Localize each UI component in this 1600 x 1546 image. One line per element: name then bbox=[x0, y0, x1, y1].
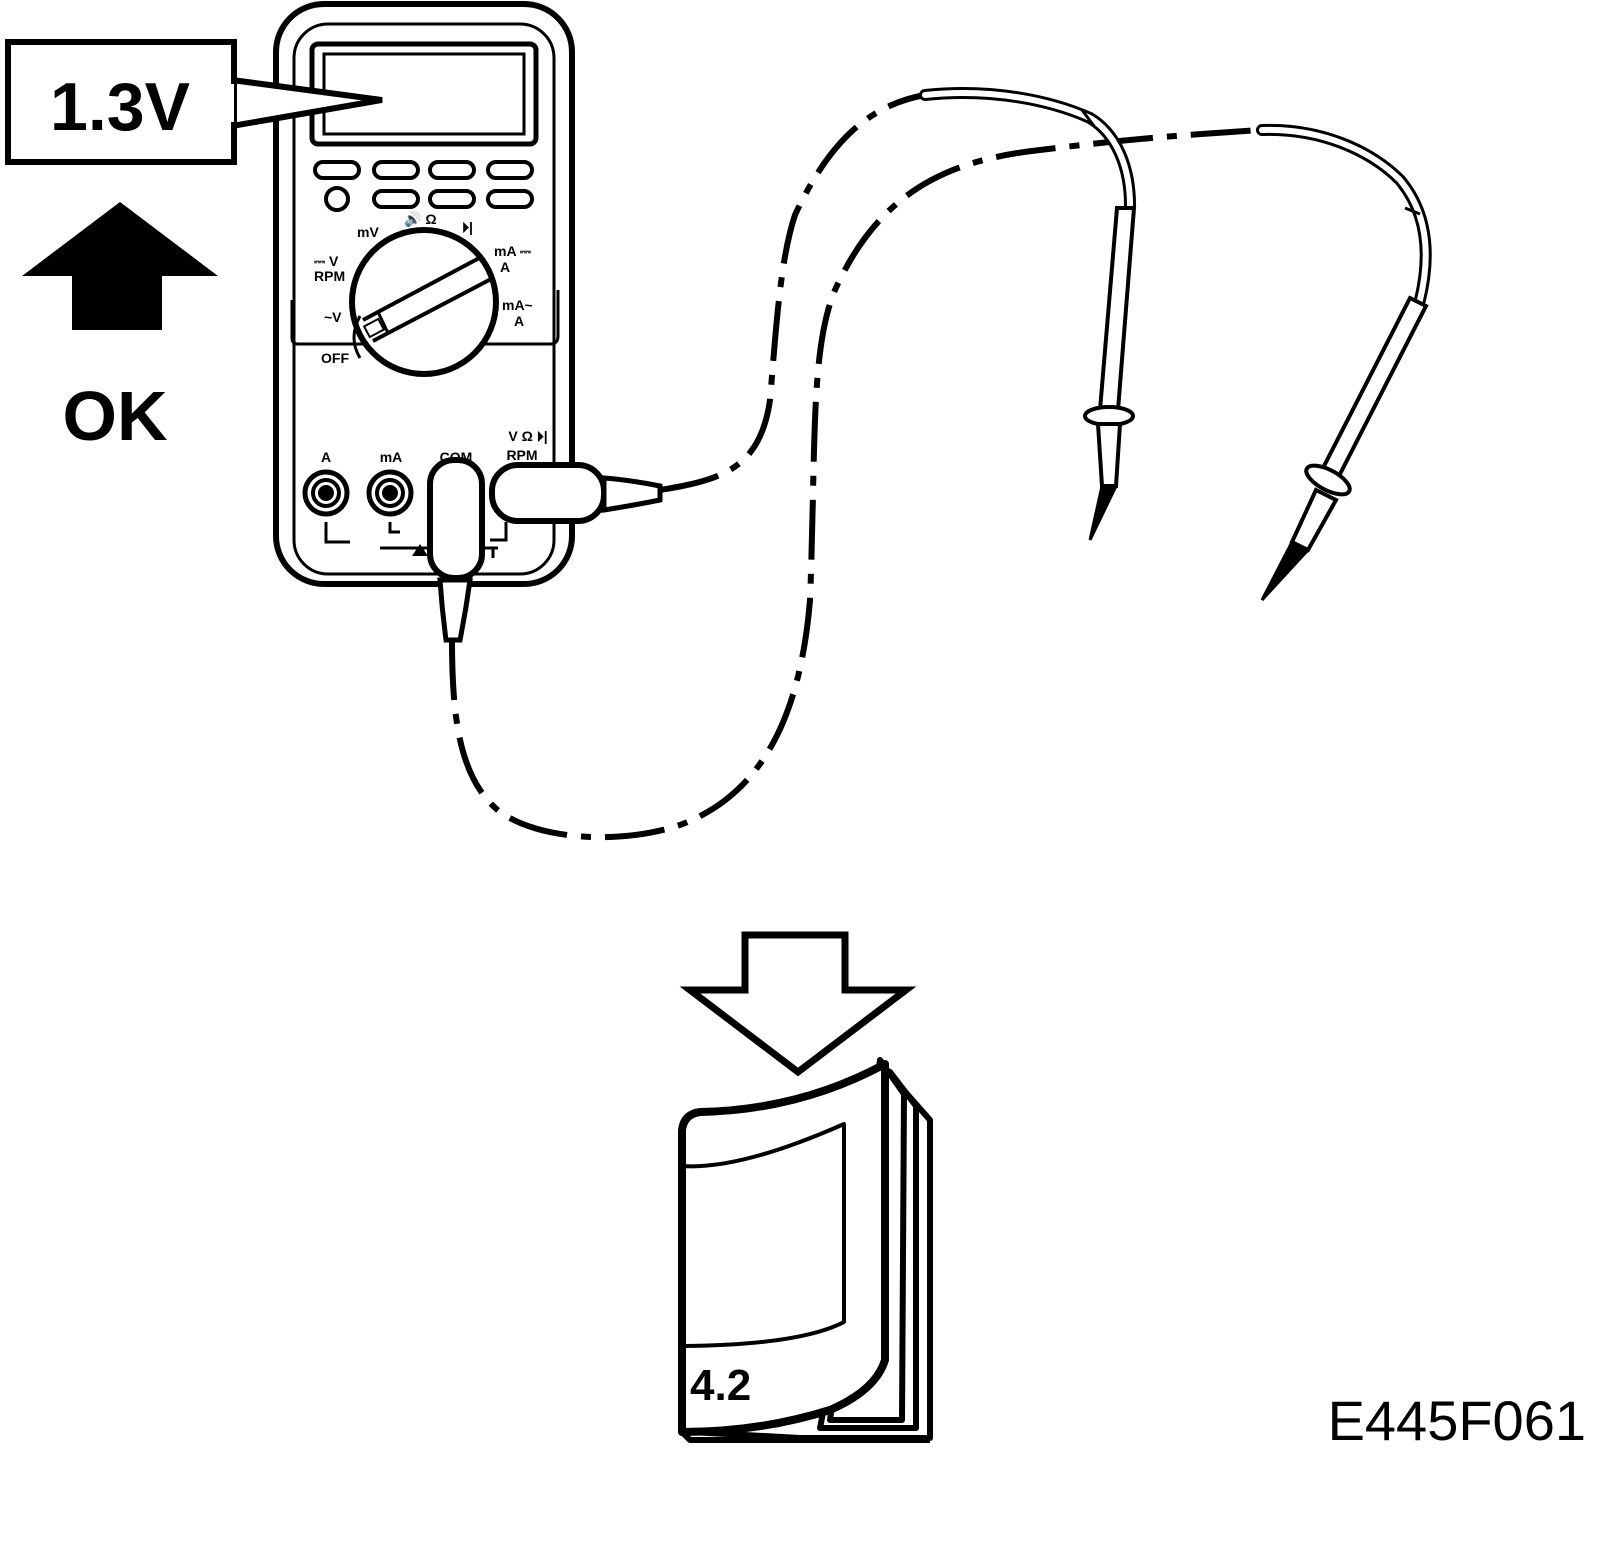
arrow-down-icon bbox=[679, 931, 917, 1077]
svg-text:⎓ V: ⎓ V bbox=[314, 253, 339, 269]
manual-section: 4.2 bbox=[690, 1361, 751, 1410]
figure-code: E445F061 bbox=[1328, 1389, 1586, 1452]
v-plug bbox=[489, 462, 663, 524]
manual-book-icon: 4.2 bbox=[678, 1057, 933, 1443]
meter-buttons bbox=[313, 160, 534, 212]
svg-text:mA ⎓: mA ⎓ bbox=[494, 243, 532, 259]
svg-text:🔊 Ω: 🔊 Ω bbox=[404, 210, 437, 228]
svg-text:OFF: OFF bbox=[321, 350, 349, 366]
svg-text:mA~: mA~ bbox=[502, 297, 533, 313]
svg-text:V Ω ⏵|: V Ω ⏵| bbox=[508, 428, 547, 444]
multimeter bbox=[273, 1, 575, 587]
reading-value: 1.3V bbox=[50, 69, 190, 145]
com-plug bbox=[427, 457, 485, 643]
ok-indicator: OK bbox=[22, 202, 218, 455]
jack-ma bbox=[366, 469, 414, 517]
svg-text:A: A bbox=[500, 259, 510, 275]
rotary-switch bbox=[349, 227, 499, 377]
dial-labels: ⎓ V RPM mV 🔊 Ω ⏵| mA ⎓ A ~V OFF mA~ A bbox=[314, 210, 533, 366]
ok-label: OK bbox=[63, 377, 168, 455]
reading-callout: 1.3V bbox=[5, 39, 383, 165]
arrow-up-icon bbox=[22, 202, 218, 330]
probe-black bbox=[1256, 123, 1432, 602]
svg-text:mV: mV bbox=[357, 224, 379, 240]
svg-text:RPM: RPM bbox=[314, 268, 345, 284]
svg-text:⏵|: ⏵| bbox=[462, 219, 473, 235]
probe-red bbox=[919, 86, 1137, 541]
jack-a bbox=[302, 469, 350, 517]
svg-text:A: A bbox=[321, 449, 331, 465]
svg-text:A: A bbox=[514, 313, 524, 329]
svg-text:COM: COM bbox=[440, 449, 473, 465]
svg-text:~V: ~V bbox=[324, 309, 342, 325]
svg-text:RPM: RPM bbox=[506, 447, 537, 463]
input-jacks bbox=[302, 469, 414, 517]
svg-text:mA: mA bbox=[380, 449, 403, 465]
jack-labels: A mA COM V Ω ⏵| RPM bbox=[321, 428, 548, 465]
test-leads bbox=[449, 92, 1261, 841]
